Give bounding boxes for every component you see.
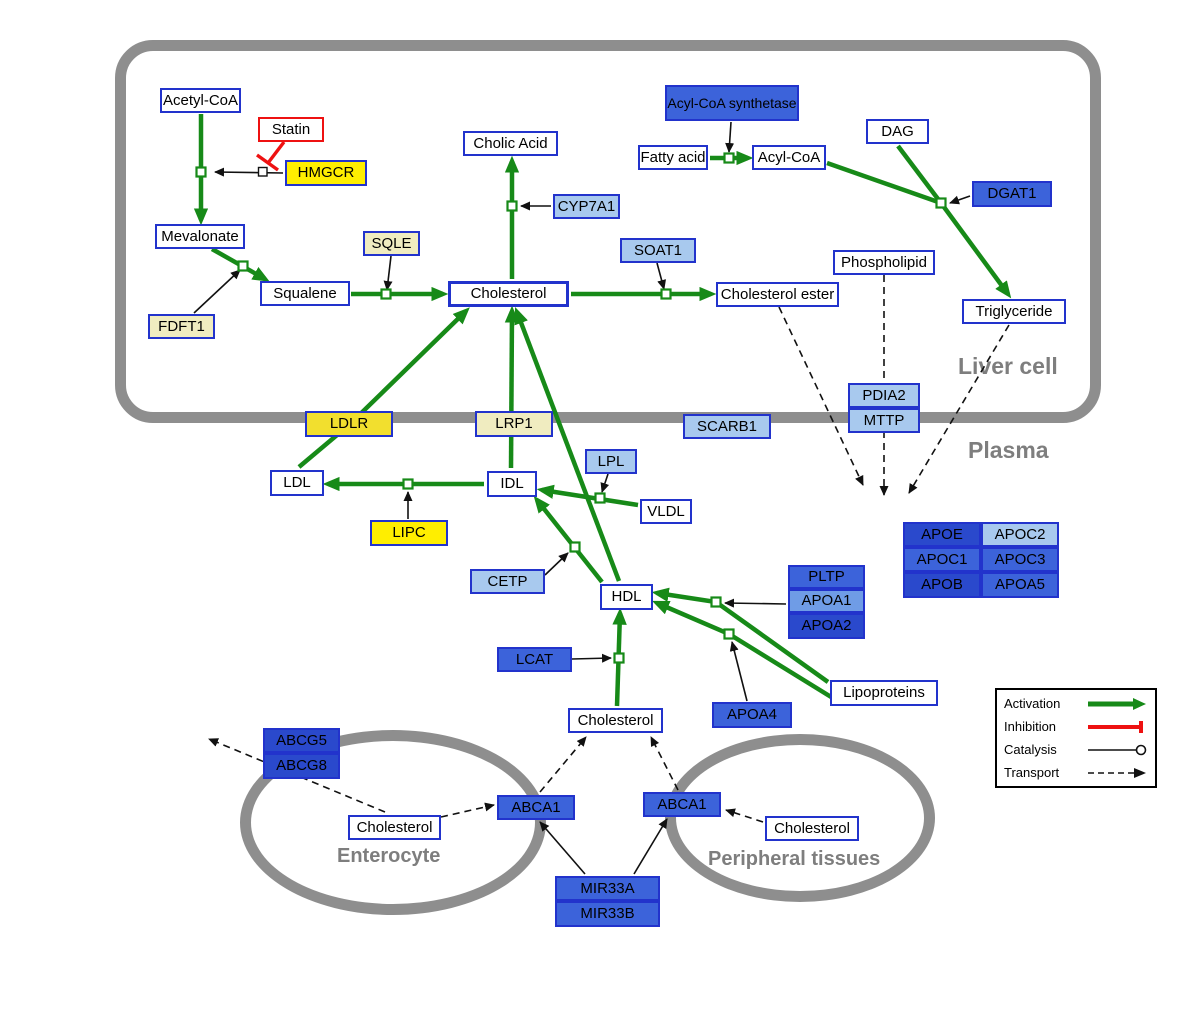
node-triglyceride[interactable]: Triglyceride — [962, 299, 1066, 324]
peripheral-tissues-label: Peripheral tissues — [708, 848, 881, 870]
transport-dashed-arrow-icon — [1088, 767, 1146, 778]
node-vldl[interactable]: VLDL — [640, 499, 692, 524]
node-statin[interactable]: Statin — [258, 117, 324, 142]
mir33-abca1-peripheral — [633, 818, 668, 875]
catalysis-cetp — [544, 552, 569, 576]
node-acetyl-coa[interactable]: Acetyl-CoA — [160, 88, 241, 113]
node-abca1-peripheral[interactable]: ABCA1 — [643, 792, 721, 817]
node-acyl-coa[interactable]: Acyl-CoA — [752, 145, 826, 170]
node-fdft1[interactable]: FDFT1 — [148, 314, 215, 339]
catalysis-lpl — [600, 473, 610, 493]
node-cholesterol-liver[interactable]: Cholesterol — [448, 281, 569, 307]
catalysis-apoa-stack — [724, 598, 787, 608]
node-acyl-coa-synthetase[interactable]: Acyl-CoA synthetase — [665, 85, 799, 121]
legend-row-transport: Transport — [1004, 762, 1148, 784]
peripheral-tissues-outline — [665, 734, 935, 902]
node-ldl[interactable]: LDL — [270, 470, 324, 496]
node-apoc2[interactable]: APOC2 — [981, 522, 1059, 547]
legend-catalysis-label: Catalysis — [1004, 742, 1057, 757]
node-dag[interactable]: DAG — [866, 119, 929, 144]
node-pdia2[interactable]: PDIA2 — [848, 383, 920, 408]
node-dgat1[interactable]: DGAT1 — [972, 181, 1052, 207]
node-sqle[interactable]: SQLE — [363, 231, 420, 256]
node-lipc[interactable]: LIPC — [370, 520, 448, 546]
node-lrp1[interactable]: LRP1 — [475, 411, 553, 437]
node-apoa4[interactable]: APOA4 — [712, 702, 792, 728]
node-cholesterol-enterocyte[interactable]: Cholesterol — [348, 815, 441, 840]
node-lcat[interactable]: LCAT — [497, 647, 572, 672]
node-hdl[interactable]: HDL — [600, 584, 653, 610]
node-apoa1[interactable]: APOA1 — [788, 589, 865, 613]
node-lpl[interactable]: LPL — [585, 449, 637, 474]
node-mir33b[interactable]: MIR33B — [555, 901, 660, 927]
node-apoa2[interactable]: APOA2 — [788, 613, 865, 639]
node-idl[interactable]: IDL — [487, 471, 537, 497]
catalysis-lcat — [571, 653, 612, 663]
node-mttp[interactable]: MTTP — [848, 408, 920, 433]
node-apob[interactable]: APOB — [903, 572, 981, 598]
node-apoe[interactable]: APOE — [903, 522, 981, 547]
node-apoc1[interactable]: APOC1 — [903, 547, 981, 572]
node-phospholipid[interactable]: Phospholipid — [833, 250, 935, 275]
node-abcg8[interactable]: ABCG8 — [263, 753, 340, 779]
plasma-label: Plasma — [968, 437, 1049, 463]
node-cyp7a1[interactable]: CYP7A1 — [553, 194, 620, 219]
node-scarb1[interactable]: SCARB1 — [683, 414, 771, 439]
legend-inhibition-label: Inhibition — [1004, 719, 1057, 734]
node-hmgcr[interactable]: HMGCR — [285, 160, 367, 186]
node-apoa5[interactable]: APOA5 — [981, 572, 1059, 598]
node-lipoproteins[interactable]: Lipoproteins — [830, 680, 938, 706]
legend: Activation Inhibition Catalysis Transpor… — [995, 688, 1157, 788]
inhibition-tbar-icon — [1088, 720, 1143, 733]
legend-transport-label: Transport — [1004, 765, 1060, 780]
edge-hdl-idl-cetp — [533, 495, 604, 584]
catalysis-apoa4 — [729, 641, 748, 702]
node-cholic-acid[interactable]: Cholic Acid — [463, 131, 558, 156]
node-cholesterol-peripheral[interactable]: Cholesterol — [765, 816, 859, 841]
edge-vldl-idl — [536, 484, 639, 508]
liver-cell-label: Liver cell — [958, 353, 1058, 379]
legend-activation-label: Activation — [1004, 696, 1061, 711]
mir33-abca1-enterocyte — [539, 821, 586, 875]
node-mevalonate[interactable]: Mevalonate — [155, 224, 245, 249]
catalysis-circle-icon — [1088, 744, 1147, 755]
edge-cholesterol-hdl — [612, 607, 627, 707]
transport-abca1ent-cholesterol — [539, 736, 587, 793]
node-fatty-acid[interactable]: Fatty acid — [638, 145, 708, 170]
legend-row-activation: Activation — [1004, 693, 1148, 715]
node-cetp[interactable]: CETP — [470, 569, 545, 594]
node-mir33a[interactable]: MIR33A — [555, 876, 660, 901]
node-ldlr[interactable]: LDLR — [305, 411, 393, 437]
node-pltp[interactable]: PLTP — [788, 565, 865, 589]
node-abcg5[interactable]: ABCG5 — [263, 728, 340, 753]
node-cholesterol-plasma[interactable]: Cholesterol — [568, 708, 663, 733]
legend-row-catalysis: Catalysis — [1004, 739, 1148, 761]
node-cholesterol-ester[interactable]: Cholesterol ester — [716, 282, 839, 307]
liver-cell-outline — [115, 40, 1101, 423]
node-apoc3[interactable]: APOC3 — [981, 547, 1059, 572]
node-squalene[interactable]: Squalene — [260, 281, 350, 306]
transport-abca1per-cholesterol — [650, 736, 679, 791]
enterocyte-label: Enterocyte — [337, 845, 441, 867]
node-abca1-enterocyte[interactable]: ABCA1 — [497, 795, 575, 820]
node-soat1[interactable]: SOAT1 — [620, 238, 696, 263]
activation-arrow-icon — [1088, 697, 1146, 710]
legend-row-inhibition: Inhibition — [1004, 716, 1148, 738]
